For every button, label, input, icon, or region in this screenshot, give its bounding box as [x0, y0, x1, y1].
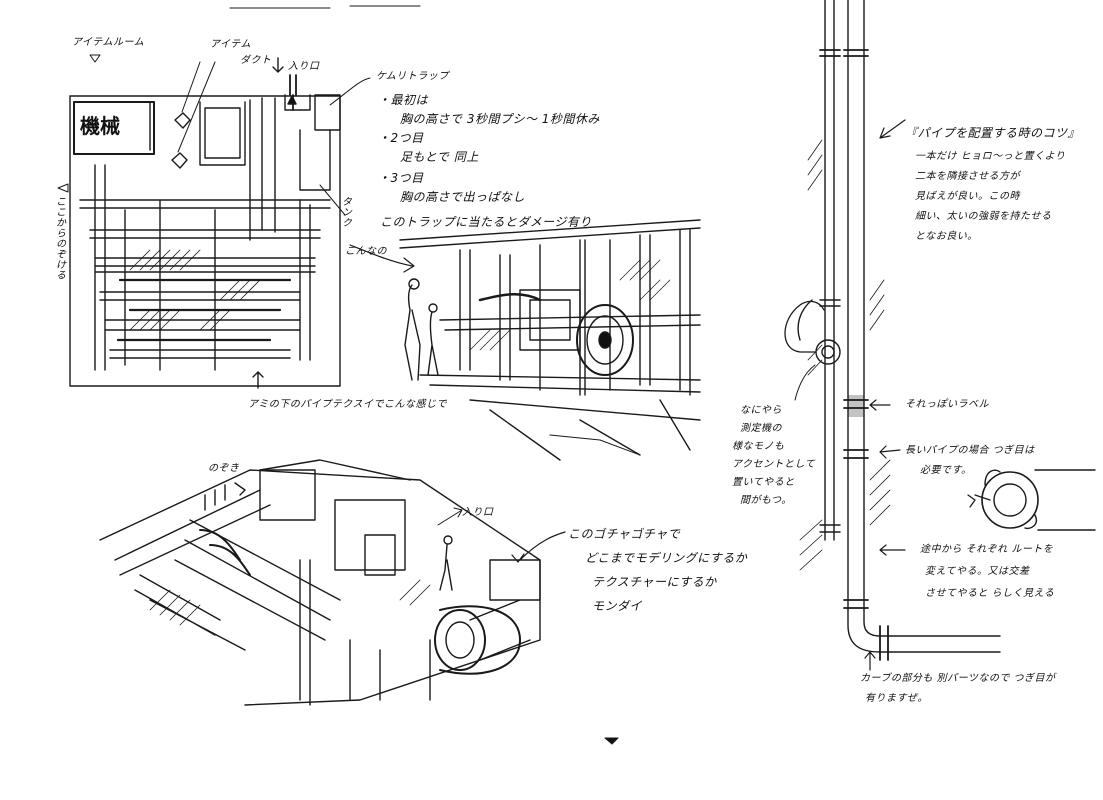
meter-line: 測定機の [740, 423, 782, 434]
trap-line: ・最初は [378, 93, 429, 107]
pipe-tips-line: 細い、太いの強弱を持たせる [915, 211, 1052, 222]
item-label: アイテム [210, 39, 251, 50]
perspective-view-drawing [399, 219, 701, 461]
trap-damage-note: このトラップに当たるとダメージ有り [380, 215, 592, 229]
pipe-tips-line: となお良い。 [915, 231, 978, 242]
route-line: させてやると らしく見える [925, 588, 1055, 599]
peek-hole-label: のぞき [208, 463, 240, 474]
trap-line: 胸の高さで出っぱなし [400, 190, 526, 204]
long-pipe-line: 必要です。 [920, 465, 972, 476]
modeling-line: このゴチャゴチャで [568, 527, 681, 541]
pipe-tips-title: 『パイプを配置する時のコツ』 [905, 126, 1081, 140]
curve-line: カーブの部分も 別パーツなので つぎ目が [860, 673, 1056, 684]
machine-label: 機械 [80, 114, 120, 138]
long-pipe-line: 長いパイプの場合 つぎ目は [905, 445, 1035, 456]
route-line: 途中から それぞれ ルートを [920, 544, 1054, 555]
meter-line: アクセントとして [732, 459, 816, 470]
meter-line: 間がもつ。 [740, 495, 792, 506]
trap-line: 胸の高さで 3秒間プシ〜 1秒間休み [400, 112, 600, 126]
pipe-tips-line: 二本を隣接させる方が [915, 171, 1020, 182]
pipe-study-drawing [784, 0, 1096, 671]
trap-title: ケムリトラップ [376, 71, 449, 82]
entrance-label: 入り口 [462, 507, 494, 518]
konna-label: こんなの [345, 246, 387, 257]
trap-line: ・2つ目 [378, 131, 424, 145]
duct-label: ダクト [240, 55, 272, 66]
pipe-tips-line: 一本だけ ヒョロ〜っと置くより [915, 151, 1066, 162]
curve-line: 有りますぜ。 [865, 693, 928, 704]
plan-view-drawing [57, 54, 415, 389]
peek-label: ここからのぞける [53, 196, 65, 280]
label-like-note: それっぽいラベル [905, 399, 989, 410]
pipe-tips-line: 見ばえが良い。この時 [915, 191, 1020, 202]
meter-line: 置いてやると [732, 477, 795, 488]
meter-line: 様なモノも [732, 441, 785, 452]
trap-line: ・3つ目 [378, 171, 424, 185]
modeling-line: モンダイ [592, 599, 643, 613]
route-line: 変えてやる。又は交差 [925, 566, 1030, 577]
trap-line: 足もとで 同上 [400, 150, 479, 164]
modeling-line: どこまでモデリングにするか [585, 551, 748, 565]
modeling-line: テクスチャーにするか [592, 575, 717, 589]
tank-label: タンク [339, 196, 351, 228]
pipes-below-note: アミの下のパイプテクスイでこんな感じで [248, 399, 447, 410]
isometric-view-drawing [99, 459, 566, 706]
meter-line: なにやら [740, 405, 782, 416]
item-room-label: アイテムルーム [72, 37, 145, 48]
exit-label: 入り口 [288, 61, 320, 72]
